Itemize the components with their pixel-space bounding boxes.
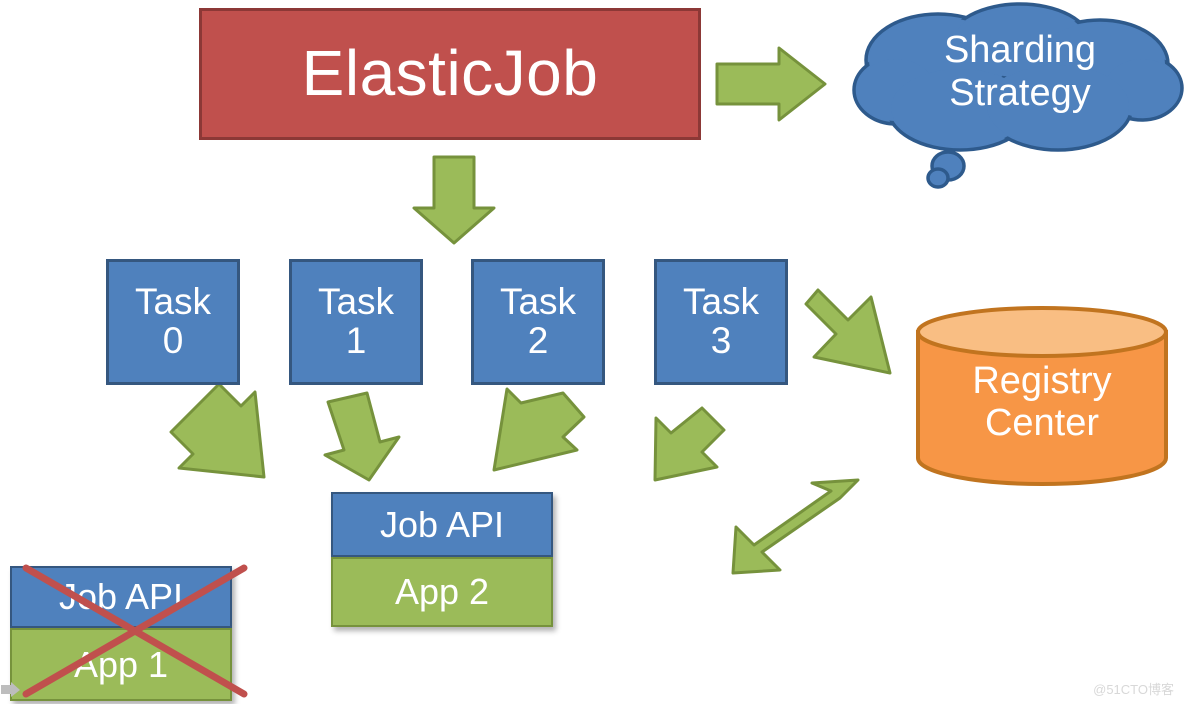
arrow-task2-to-app2	[492, 387, 586, 472]
arrow-task3-to-registry-center	[804, 288, 892, 375]
arrow-task0-to-app1	[169, 382, 266, 479]
app1-app-layer[interactable]: App 1	[10, 628, 232, 701]
task-box-0[interactable]: Task 0	[106, 259, 240, 385]
sharding-strategy-label: Sharding Strategy	[943, 29, 1097, 114]
sharding-strategy-cloud[interactable]	[852, 2, 1184, 192]
app2-stack[interactable]: Job API App 2	[331, 492, 553, 627]
registry-center-label: Registry Center	[972, 360, 1112, 444]
corner-arrow-icon	[1, 682, 20, 697]
task-box-2[interactable]: Task 2	[471, 259, 605, 385]
task-box-1[interactable]: Task 1	[289, 259, 423, 385]
app1-stack[interactable]: Job API App 1	[10, 564, 248, 701]
app2-app-layer[interactable]: App 2	[331, 557, 553, 627]
registry-center-cylinder[interactable]	[912, 306, 1172, 490]
watermark: @51CTO博客	[1093, 682, 1174, 697]
elasticjob-box[interactable]: ElasticJob	[199, 8, 701, 140]
arrow-elasticjob-to-sharding-strategy	[715, 46, 827, 122]
arrow-elasticjob-to-tasks	[412, 155, 496, 245]
app1-job-api-layer[interactable]: Job API	[10, 566, 232, 628]
task-box-3[interactable]: Task 3	[654, 259, 788, 385]
app2-job-api-layer[interactable]: Job API	[331, 492, 553, 557]
arrow-task1-to-app2	[323, 391, 401, 482]
arrow-registry-center-bidirectional	[731, 478, 860, 575]
arrow-task3-to-app2	[653, 406, 726, 482]
